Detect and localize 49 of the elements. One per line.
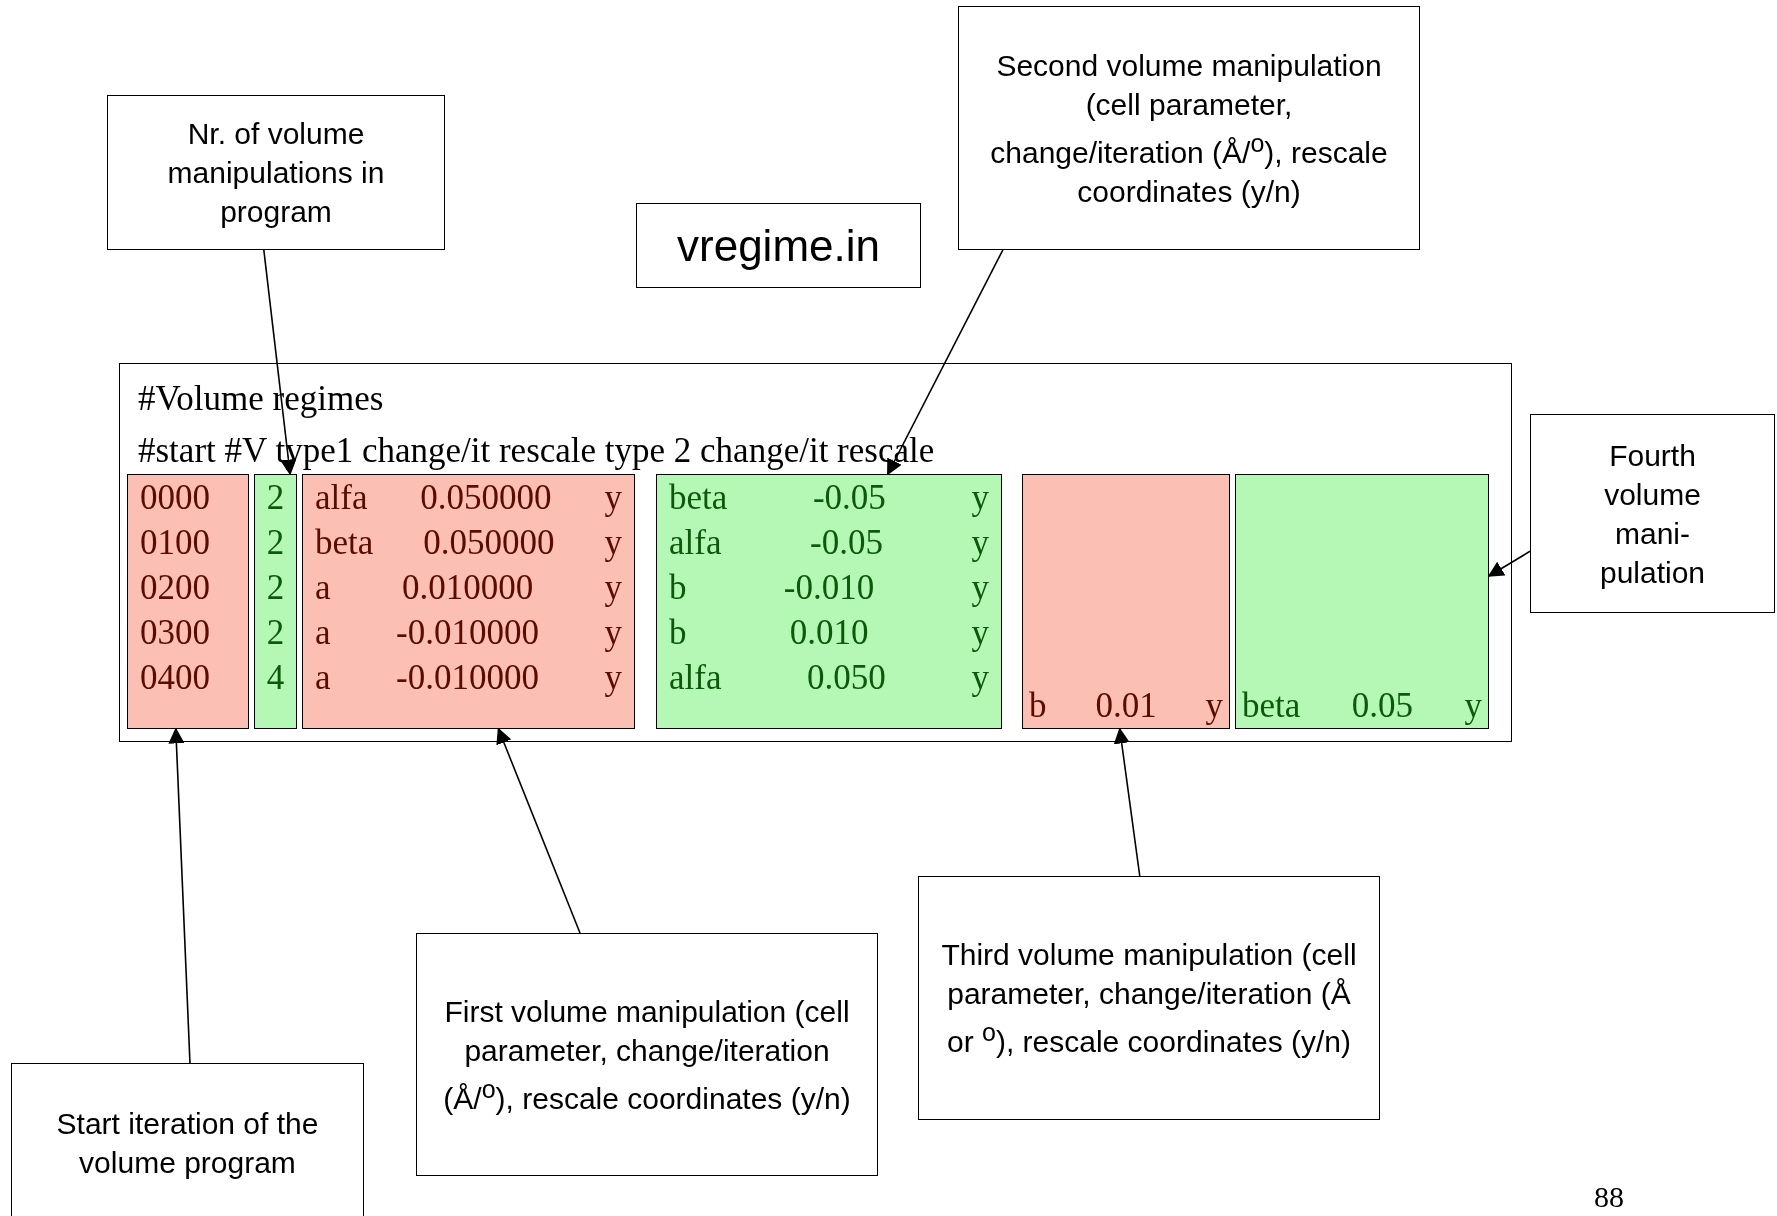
page-number: 88 xyxy=(1594,1180,1624,1214)
code-line: b 0.010 y xyxy=(669,612,989,654)
code-line: alfa -0.05 y xyxy=(669,522,989,564)
code-line: beta 0.050000 y xyxy=(315,522,622,564)
file-name: vregime.in xyxy=(677,220,880,271)
code-line: 4 xyxy=(265,657,286,699)
code-line: 0400 xyxy=(140,657,211,699)
callout-box xyxy=(918,876,1380,1120)
data-column-box xyxy=(254,474,297,729)
code-line: beta 0.05 y xyxy=(1242,685,1482,727)
code-line: 2 xyxy=(265,522,286,564)
data-column-box xyxy=(127,474,249,729)
code-line: alfa 0.050000 y xyxy=(315,477,622,519)
code-line: 0000 xyxy=(140,477,211,519)
file-name-box xyxy=(636,203,921,288)
file-listing-box xyxy=(119,363,1512,742)
leader-arrow xyxy=(1113,727,1141,877)
callout-text: Third volume manipulation (cell parameter, change/iteration (Å or $^{o}$), rescale coordinates (y/n) xyxy=(940,937,1358,1060)
callout-text: First volume manipulation (cell parameter, change/iteration (Å/$^{o}$), rescale coordinates (y/n) xyxy=(442,993,852,1117)
callout-text: Start iteration of the volume program xyxy=(55,1106,320,1181)
code-line: a 0.010000 y xyxy=(315,567,622,609)
code-line: a -0.010000 y xyxy=(315,612,622,654)
code-line: 0200 xyxy=(140,567,211,609)
callout-text: Fourth volume mani- pulation xyxy=(1598,437,1707,591)
leader-arrow xyxy=(168,727,191,1064)
code-line: 2 xyxy=(265,477,286,519)
code-line: 2 xyxy=(265,567,286,609)
code-line: alfa 0.050 y xyxy=(669,657,989,699)
callout-text: Nr. of volume manipulations in program xyxy=(166,116,386,230)
code-line: b 0.01 y xyxy=(1029,685,1223,727)
code-line: a -0.010000 y xyxy=(315,657,622,699)
data-column-box xyxy=(1022,474,1230,729)
code-line: 0100 xyxy=(140,522,211,564)
callout-box xyxy=(416,933,878,1176)
callout-box xyxy=(107,95,445,250)
leader-arrow xyxy=(496,727,581,934)
callout-box xyxy=(1530,414,1775,613)
data-column-box xyxy=(302,474,635,729)
code-line: 2 xyxy=(265,612,286,654)
code-line: 0300 xyxy=(140,612,211,654)
callout-box xyxy=(11,1063,364,1216)
leader-arrow xyxy=(1487,550,1531,577)
data-column-box xyxy=(1235,474,1489,729)
leader-arrow xyxy=(887,249,1004,476)
callout-box xyxy=(958,6,1420,250)
code-line: beta -0.05 y xyxy=(669,477,989,519)
data-column-box xyxy=(656,474,1002,729)
code-line: b -0.010 y xyxy=(669,567,989,609)
callout-text: Second volume manipulation (cell parameter, change/iteration (Å/$^{o}$), rescale coordinates (y/n) xyxy=(989,47,1389,210)
